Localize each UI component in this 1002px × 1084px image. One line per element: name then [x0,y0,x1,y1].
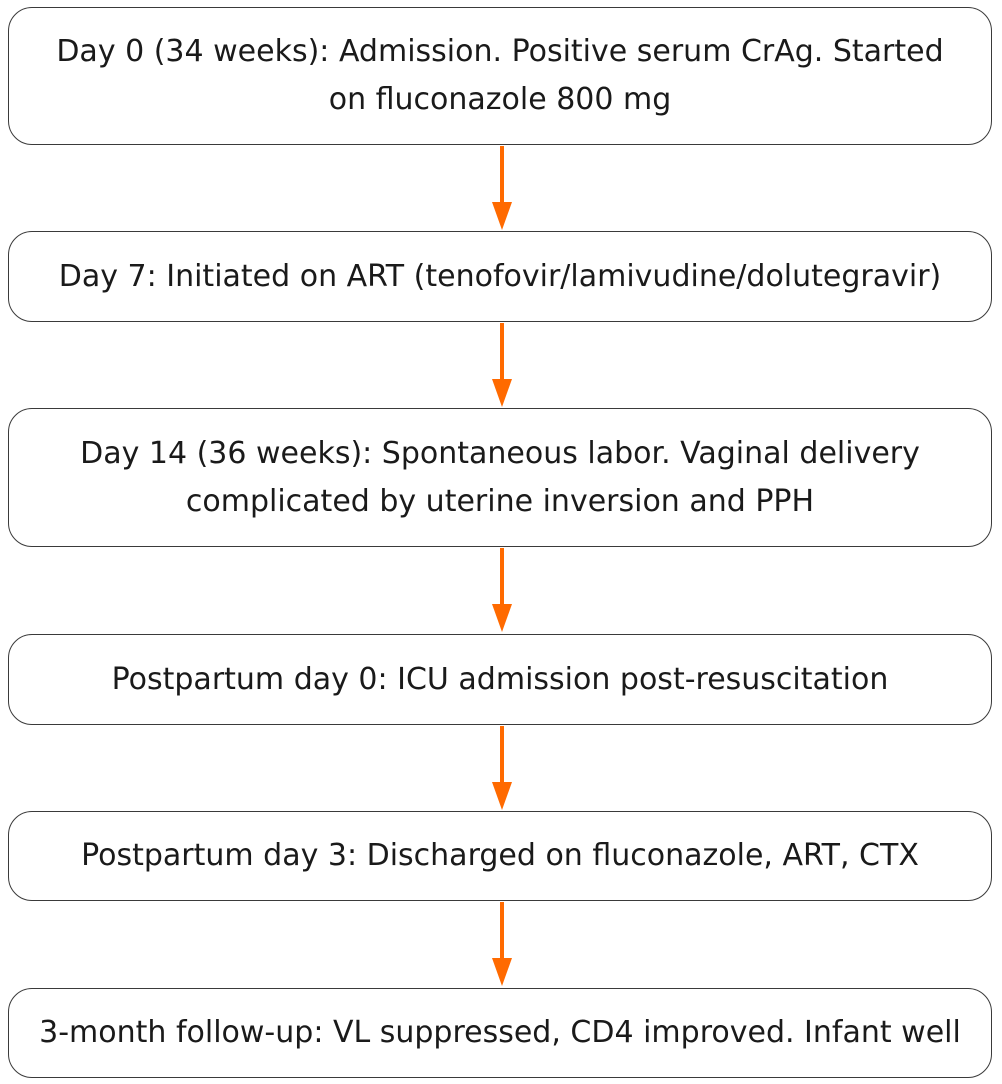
step-day-7-art: Day 7: Initiated on ART (tenofovir/lamiv… [8,231,992,322]
arrow-down-svg [492,146,512,230]
arrow-down-icon [492,146,512,230]
step-postpartum-day-3-discharge: Postpartum day 3: Discharged on fluconaz… [8,811,992,901]
arrow-down-svg [492,323,512,407]
step-day-7-text: Day 7: Initiated on ART (tenofovir/lamiv… [58,258,942,294]
step-day-0-text: Day 0 (34 weeks): Admission. Positive se… [56,34,944,117]
step-postpartum-day-0-text: Postpartum day 0: ICU admission post-res… [111,661,889,697]
step-day-14-text: Day 14 (36 weeks): Spontaneous labor. Va… [80,435,920,519]
arrow-down-svg [492,548,512,632]
arrow-down-icon [492,548,512,632]
arrow-down-icon [492,726,512,810]
step-day-0-admission: Day 0 (34 weeks): Admission. Positive se… [8,7,992,145]
step-postpartum-day-0-icu: Postpartum day 0: ICU admission post-res… [8,634,992,725]
step-3-month-follow-up: 3-month follow-up: VL suppressed, CD4 im… [8,988,992,1078]
step-day-14-delivery: Day 14 (36 weeks): Spontaneous labor. Va… [8,408,992,547]
arrow-down-icon [492,902,512,986]
arrow-down-svg [492,902,512,986]
arrow-down-icon [492,323,512,407]
step-3-month-text: 3-month follow-up: VL suppressed, CD4 im… [39,1015,961,1050]
arrow-down-svg [492,726,512,810]
step-postpartum-day-3-text: Postpartum day 3: Discharged on fluconaz… [81,838,919,873]
